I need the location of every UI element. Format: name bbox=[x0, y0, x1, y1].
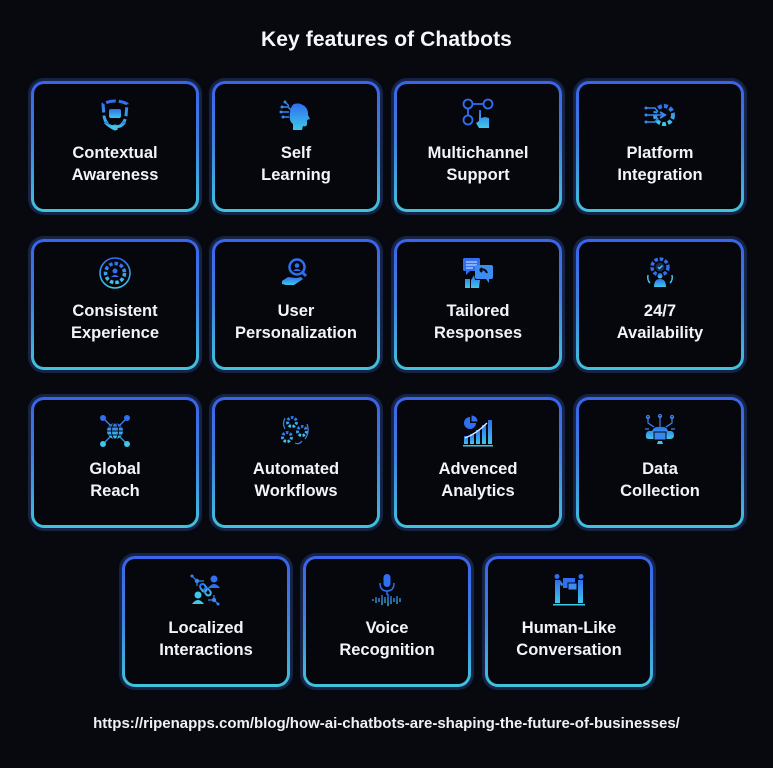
feature-card-localized-interactions: Localized Interactions bbox=[122, 556, 290, 687]
feature-card-multichannel-support: Multichannel Support bbox=[394, 81, 562, 212]
feature-label: Data Collection bbox=[620, 460, 700, 500]
feature-card-voice-recognition: Voice Recognition bbox=[303, 556, 471, 687]
feature-card-global-reach: Global Reach bbox=[31, 397, 199, 528]
gears-cycle-icon bbox=[278, 413, 314, 449]
user-gear-circle-icon bbox=[97, 255, 133, 291]
feature-label: Consistent Experience bbox=[70, 302, 160, 342]
feature-label: Multichannel Support bbox=[427, 144, 529, 184]
people-conversation-board-icon bbox=[551, 572, 587, 608]
feature-label: Human-Like Conversation bbox=[516, 619, 622, 659]
feature-label: Advenced Analytics bbox=[438, 460, 518, 500]
feature-card-platform-integration: Platform Integration bbox=[576, 81, 744, 212]
feature-card-tailored-responses: Tailored Responses bbox=[394, 239, 562, 370]
hand-magnifier-user-icon bbox=[278, 255, 314, 291]
feature-label: Self Learning bbox=[261, 144, 331, 184]
feature-card-availability: 24/7 Availability bbox=[576, 239, 744, 370]
network-users-hand-icon bbox=[460, 97, 496, 133]
shield-hands-icon bbox=[97, 97, 133, 133]
cloud-monitor-circuit-icon bbox=[642, 413, 678, 449]
feature-label: Tailored Responses bbox=[433, 302, 523, 342]
feature-label: Platform Integration bbox=[617, 144, 703, 184]
feature-label: Voice Recognition bbox=[339, 619, 435, 659]
users-link-network-icon bbox=[188, 572, 224, 608]
support-agent-gear-icon bbox=[642, 255, 678, 291]
feature-label: 24/7 Availability bbox=[616, 302, 704, 342]
globe-network-icon bbox=[97, 413, 133, 449]
feature-card-automated-workflows: Automated Workflows bbox=[212, 397, 380, 528]
feature-label: Contextual Awareness bbox=[71, 144, 159, 184]
feature-card-contextual-awareness: Contextual Awareness bbox=[31, 81, 199, 212]
feature-card-human-like-conversation: Human-Like Conversation bbox=[485, 556, 653, 687]
feature-card-user-personalization: User Personalization bbox=[212, 239, 380, 370]
source-url: https://ripenapps.com/blog/how-ai-chatbo… bbox=[93, 715, 680, 732]
feature-label: Localized Interactions bbox=[159, 619, 253, 659]
page-title: Key features of Chatbots bbox=[261, 28, 512, 51]
microphone-waveform-icon bbox=[369, 572, 405, 608]
brain-circuit-head-icon bbox=[278, 97, 314, 133]
feature-card-advanced-analytics: Advenced Analytics bbox=[394, 397, 562, 528]
feature-label: Automated Workflows bbox=[252, 460, 340, 500]
gear-circuit-arrow-icon bbox=[642, 97, 678, 133]
feature-label: User Personalization bbox=[235, 302, 357, 342]
feature-label: Global Reach bbox=[89, 460, 141, 500]
chat-bubbles-thumbs-up-icon bbox=[460, 255, 496, 291]
feature-card-self-learning: Self Learning bbox=[212, 81, 380, 212]
feature-card-data-collection: Data Collection bbox=[576, 397, 744, 528]
feature-card-consistent-experience: Consistent Experience bbox=[31, 239, 199, 370]
chart-growth-icon bbox=[460, 413, 496, 449]
